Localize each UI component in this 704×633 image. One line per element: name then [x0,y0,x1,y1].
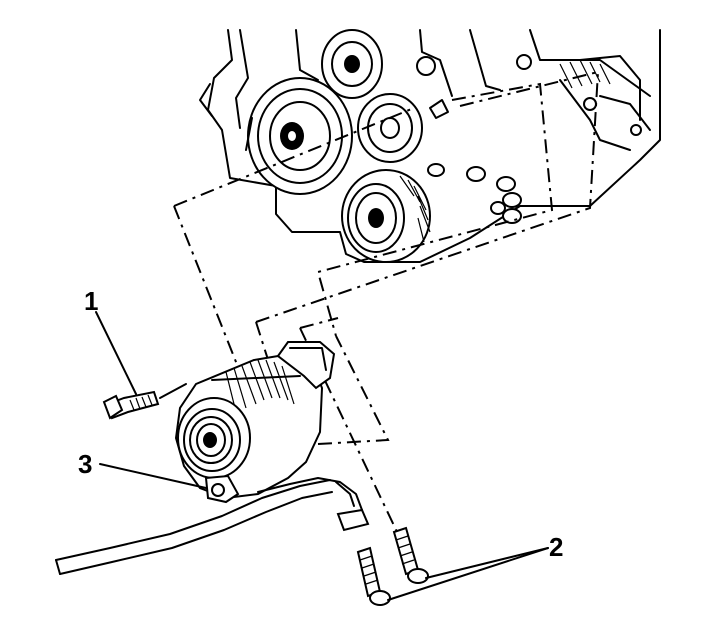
wiring-harness [55,479,333,575]
idler-pulley [341,169,431,263]
bolt-1 [102,383,187,420]
bolts-2 [356,526,429,606]
callout-3: 3 [78,449,93,479]
callout-leaders [95,311,549,601]
generator [174,341,370,532]
crankshaft-pulley [245,77,353,195]
engine-bolts [427,99,522,224]
upper-pulleys [321,29,423,163]
callout-2: 2 [549,532,564,562]
callout-1: 1 [84,286,99,316]
